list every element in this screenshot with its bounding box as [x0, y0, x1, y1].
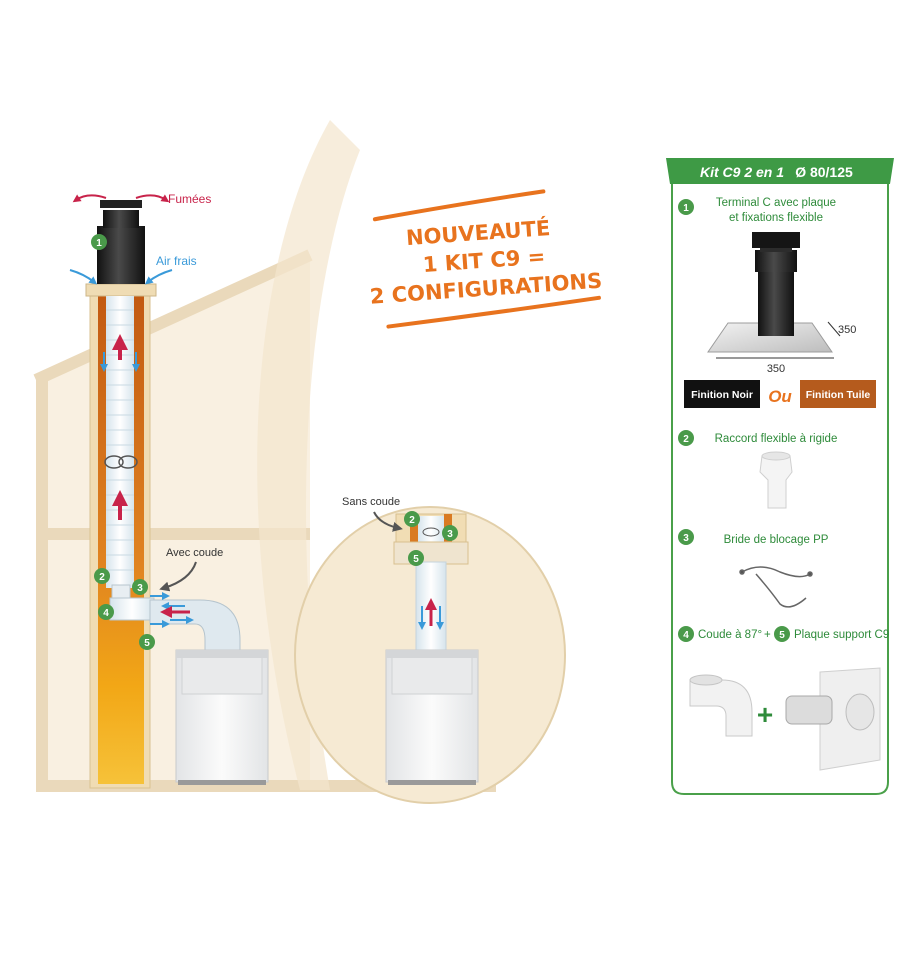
ou-label: Ou	[768, 387, 792, 406]
headline-line-2: 1 KIT C9 =	[422, 244, 546, 276]
item4-label: Coude à 87°	[698, 629, 762, 641]
item1-label-line2: et fixations flexible	[729, 212, 823, 224]
panel-marker-2	[678, 430, 694, 446]
headline-block: NOUVEAUTÉ 1 KIT C9 = 2 CONFIGURATIONS	[369, 189, 603, 329]
svg-text:2: 2	[409, 515, 415, 526]
dimension-width: 350	[767, 363, 785, 375]
finition-noir-label: Finition Noir	[691, 389, 753, 401]
finition-tuile-badge	[800, 380, 876, 408]
panel-marker-1-number: 1	[683, 203, 689, 214]
dimension-depth-line	[827, 321, 841, 337]
avec-coude-label: Avec coude	[166, 547, 223, 559]
svg-text:1: 1	[96, 238, 102, 249]
marker-2-left: 2	[94, 568, 110, 584]
avec-coude-pointer	[159, 561, 197, 592]
dimension-depth: 350	[838, 324, 856, 336]
air-frais-label: Air frais	[156, 254, 197, 268]
boiler-middle	[385, 649, 479, 785]
marker-1: 1	[91, 234, 107, 250]
panel-marker-4	[678, 626, 694, 642]
sans-coude-pointer	[373, 511, 403, 532]
marker-3-middle: 3	[442, 525, 458, 541]
svg-text:3: 3	[447, 529, 453, 540]
item5-label: Plaque support C9	[794, 629, 889, 641]
item2-label: Raccord flexible à rigide	[715, 433, 838, 445]
item1-label-line1: Terminal C avec plaque	[716, 197, 836, 209]
kit-title-diameter: Ø 80/125	[795, 164, 853, 180]
item3-label: Bride de blocage PP	[724, 534, 829, 546]
marker-2-middle: 2	[404, 511, 420, 527]
kit-panel: Kit C9 2 en 1 Ø 80/125 1 Terminal C avec…	[666, 158, 894, 795]
item4-plus: +	[764, 629, 771, 641]
finition-noir-badge	[684, 380, 760, 408]
panel-marker-3-number: 3	[683, 533, 689, 544]
panel-marker-2-number: 2	[683, 434, 689, 445]
panel-marker-1	[678, 199, 694, 215]
svg-text:2: 2	[99, 572, 105, 583]
boiler-left	[175, 649, 269, 785]
panel-marker-5	[774, 626, 790, 642]
chimney-configuration-left	[69, 194, 241, 789]
panel-marker-3	[678, 529, 694, 545]
panel-marker-4-number: 4	[683, 630, 689, 641]
headline-underline-bottom	[386, 295, 601, 329]
plus-sign-large: +	[757, 699, 773, 730]
plaque-support-image	[785, 667, 881, 771]
svg-text:3: 3	[137, 583, 143, 594]
headline-underline-top	[372, 189, 546, 222]
marker-5-middle: 5	[408, 550, 424, 566]
marker-5-left: 5	[139, 634, 155, 650]
finition-tuile-label: Finition Tuile	[806, 389, 871, 401]
raccord-image	[759, 451, 793, 509]
fumees-label: Fumées	[168, 192, 211, 206]
kit-title-script: Kit C9 2 en 1	[700, 164, 784, 180]
svg-text:5: 5	[144, 638, 150, 649]
svg-text:5: 5	[413, 554, 419, 565]
svg-text:4: 4	[103, 608, 109, 619]
coude-image	[689, 674, 753, 737]
marker-4-left: 4	[98, 604, 114, 620]
bride-image	[739, 566, 813, 608]
kit-panel-header	[666, 158, 894, 184]
sans-coude-label: Sans coude	[342, 496, 400, 508]
panel-marker-5-number: 5	[779, 630, 785, 641]
terminal-image	[707, 232, 833, 353]
marker-3-left: 3	[132, 579, 148, 595]
